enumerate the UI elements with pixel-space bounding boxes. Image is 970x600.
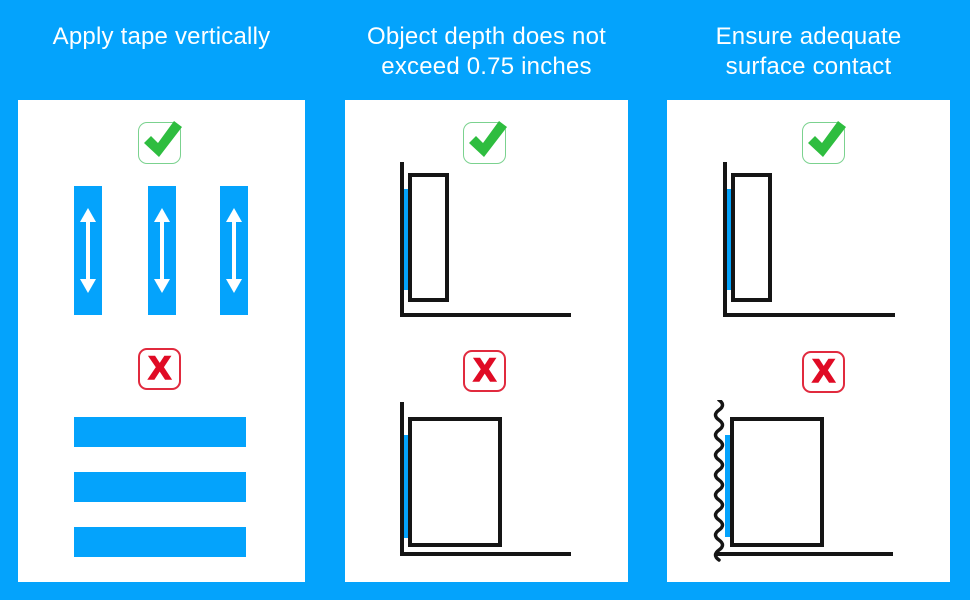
object-outline-uneven-wall [730,417,824,547]
up-down-arrow-icon [226,208,242,293]
x-glyph: X [147,350,171,386]
wall-line [723,162,727,317]
checkmark-glyph [469,121,507,157]
deep-object-outline [408,417,502,547]
panel-surface-contact: X [667,100,950,582]
wavy-wall-line [713,400,725,562]
checkmark-icon [138,121,182,164]
checkmark-icon [463,121,507,164]
wall-line [400,402,404,556]
panel-object-depth: X [345,100,628,582]
wall-line [400,162,404,317]
checkmark-icon [802,121,846,164]
shallow-object-outline [408,173,449,302]
up-down-arrow-icon [154,208,170,293]
column-title-surface-contact: Ensure adequate surface contact [715,23,902,80]
column-title-apply-tape: Apply tape vertically [52,23,271,50]
vertical-tape-strip [74,186,102,315]
tape-strip-thin [727,189,732,290]
up-down-arrow-icon [80,208,96,293]
horizontal-tape-strip [74,417,246,447]
floor-line [717,552,893,556]
tape-strip-thin [404,435,409,538]
x-icon: X [463,350,506,392]
x-icon: X [138,348,181,390]
x-glyph: X [472,352,496,388]
checkmark-glyph [808,121,846,157]
checkmark-glyph [144,121,182,157]
column-title-object-depth: Object depth does not exceed 0.75 inches [366,23,607,80]
x-icon: X [802,351,845,393]
object-outline-flush [731,173,772,302]
floor-line [400,552,571,556]
floor-line [723,313,895,317]
panel-apply-tape-vertically: X [18,100,305,582]
vertical-tape-strip [220,186,248,315]
floor-line [400,313,571,317]
vertical-tape-strip [148,186,176,315]
horizontal-tape-strip [74,472,246,502]
horizontal-tape-strip [74,527,246,557]
x-glyph: X [811,353,835,389]
tape-strip-thin [725,435,730,537]
tape-strip-thin [404,189,409,290]
